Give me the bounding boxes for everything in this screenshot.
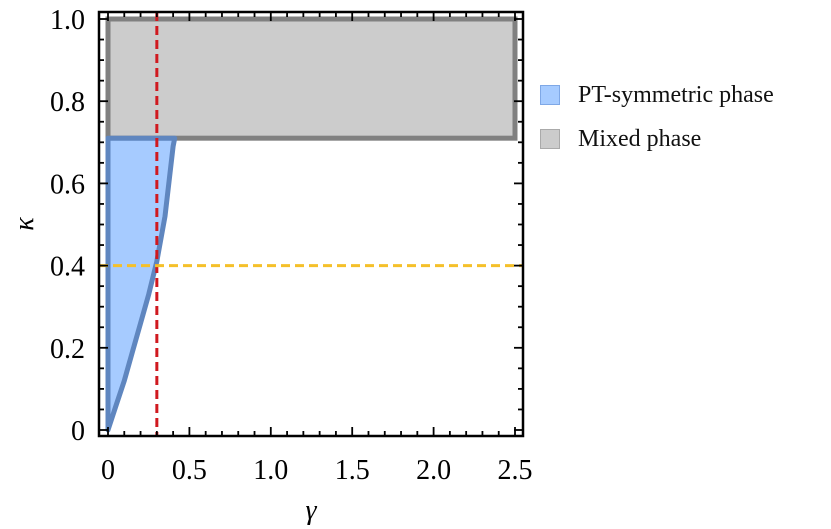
legend: PT-symmetric phase Mixed phase [540, 76, 774, 164]
legend-swatch-pt-symmetric [540, 85, 560, 105]
legend-label: Mixed phase [578, 125, 702, 152]
x-tick-label: 1.5 [335, 455, 370, 486]
y-axis-label: κ [9, 217, 40, 231]
y-tick-label: 0.4 [50, 252, 85, 283]
legend-item-pt-symmetric: PT-symmetric phase [540, 76, 774, 114]
y-tick-label: 0.6 [50, 169, 85, 200]
pt-symmetric-region [105, 135, 178, 433]
x-tick-label: 2.5 [498, 455, 533, 486]
mixed-phase-region [105, 16, 518, 141]
x-axis-label: γ [305, 495, 317, 526]
legend-label: PT-symmetric phase [578, 81, 774, 108]
x-tick-label: 0.5 [172, 455, 207, 486]
y-tick-label: 1.0 [50, 5, 85, 36]
x-tick-label: 1.0 [253, 455, 288, 486]
x-tick-label: 2.0 [416, 455, 451, 486]
y-tick-label: 0 [71, 416, 85, 447]
y-tick-label: 0.2 [50, 334, 85, 365]
legend-swatch-mixed [540, 129, 560, 149]
legend-item-mixed: Mixed phase [540, 120, 774, 158]
x-tick-label: 0 [101, 455, 115, 486]
y-tick-label: 0.8 [50, 87, 85, 118]
